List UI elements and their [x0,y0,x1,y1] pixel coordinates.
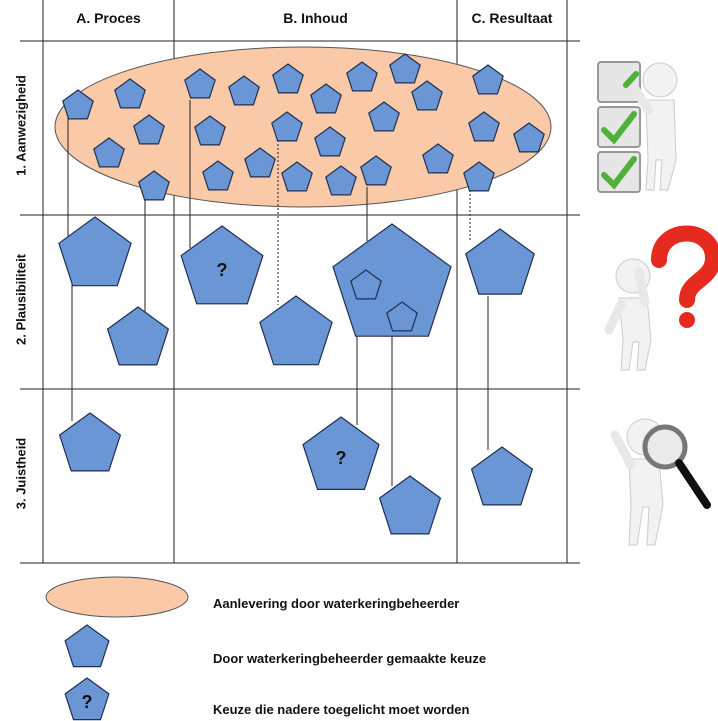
pentagon-large [465,228,535,295]
legend-pentagon-label: Door waterkeringbeheerder gemaakte keuze [213,651,487,666]
legend-question-pentagon-label: Keuze die nadere toegelicht moet worden [213,702,470,717]
pentagon-small [463,161,495,192]
pentagon-small [346,61,378,92]
column-header-inhoud: B. Inhoud [283,10,348,26]
legend-ellipse [45,576,189,618]
pentagon-small [472,64,504,95]
pentagon-large-question [302,416,380,490]
pentagon-small [114,78,146,109]
pentagon-xlarge [332,223,452,337]
pentagon-small [281,161,313,192]
question-mark: ? [336,448,347,468]
pentagon-small [389,53,421,84]
column-header-proces: A. Proces [76,10,141,26]
magnifier-figure-icon [610,418,711,546]
question-marks: ??? [82,260,347,712]
pentagon-large [470,446,534,506]
pentagon-small [194,115,226,146]
pentagon-small [228,75,260,106]
pentagon-large [106,306,170,366]
column-header-resultaat: C. Resultaat [471,10,553,26]
pentagon-small [350,269,382,300]
pentagon-small [202,160,234,191]
pentagon-small [93,137,125,168]
pentagon-small [133,114,165,145]
question-figure-icon [604,225,718,371]
pentagon-small [360,155,392,186]
pentagon-small [184,68,216,99]
pentagon-large-question [180,225,264,305]
pentagon-small [386,301,418,332]
pentagon-small [62,89,94,120]
legend-ellipse-label: Aanlevering door waterkeringbeheerder [213,596,460,611]
pentagon-small [468,111,500,142]
pentagon-small [244,147,276,178]
pentagon-large [58,412,122,472]
pentagon-small [411,80,443,111]
pentagon-small [368,101,400,132]
pentagon-large [259,295,333,366]
pentagon-small [422,143,454,174]
pentagon-small [138,170,170,201]
legend-pentagon [64,624,110,668]
pentagons [58,53,545,721]
pentagon-small [325,165,357,196]
checklist-figure-icon [597,61,678,193]
pentagon-small [310,83,342,114]
question-mark: ? [82,692,93,712]
pentagon-small [314,126,346,157]
legend-question-pentagon [64,677,110,721]
question-mark: ? [217,260,228,280]
pentagon-small [513,122,545,153]
pentagon-large [378,475,442,535]
pentagon-large [58,216,132,287]
pentagon-small [271,111,303,142]
pentagon-small [272,63,304,94]
